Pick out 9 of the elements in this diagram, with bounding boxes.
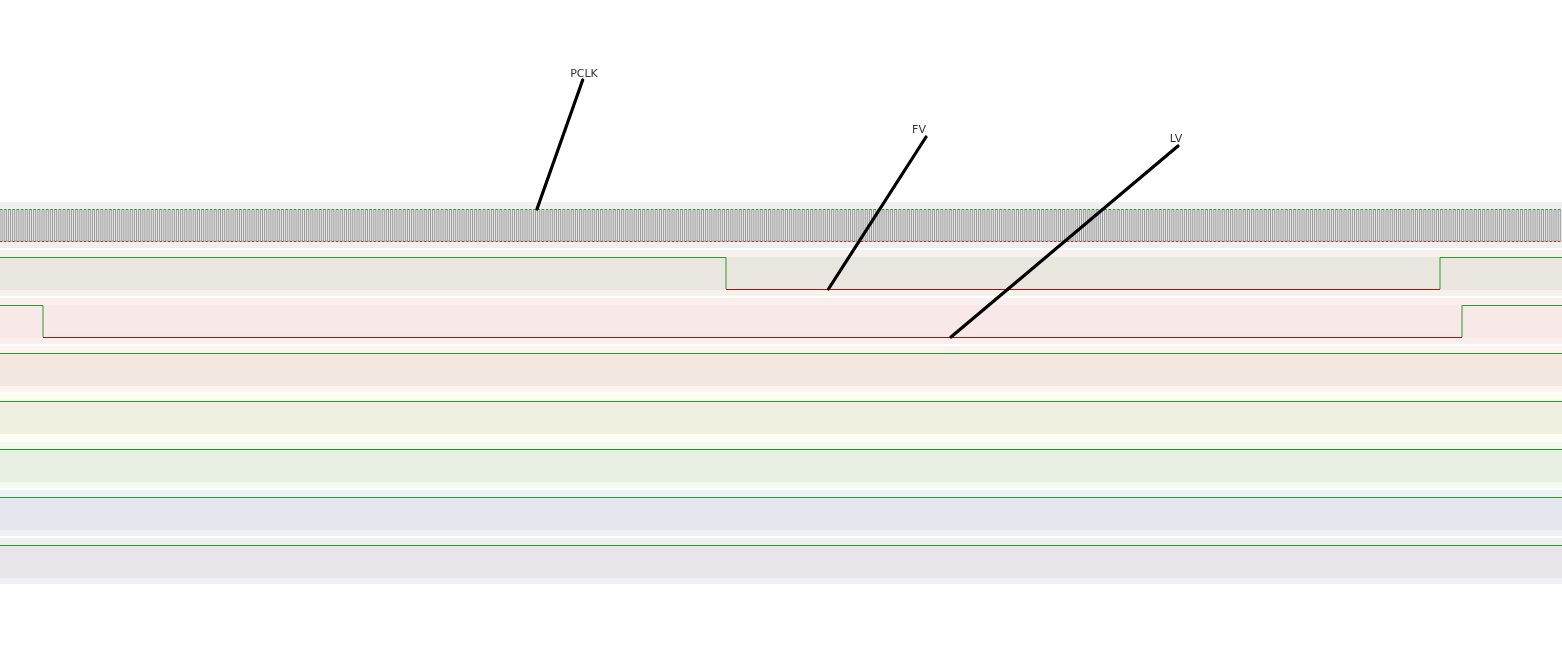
signal-trace xyxy=(725,288,1441,291)
clock-waveform xyxy=(0,209,1562,242)
leader-line xyxy=(535,78,585,211)
leader-line xyxy=(826,135,928,291)
leader-line xyxy=(949,144,1180,339)
signal-label: LV xyxy=(1169,132,1183,145)
signal-label: FV xyxy=(912,123,926,136)
signal-trace xyxy=(42,336,1463,339)
signal-label: PCLK xyxy=(570,67,598,80)
